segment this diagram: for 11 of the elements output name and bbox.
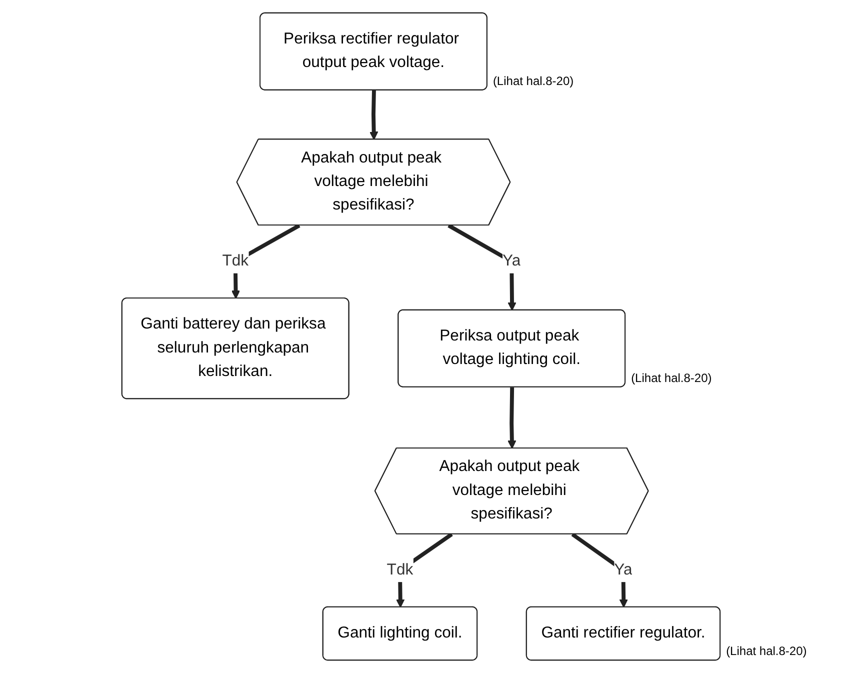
edge-label: Ya bbox=[502, 252, 521, 270]
arrow bbox=[370, 90, 378, 140]
edge-label: Tdk bbox=[386, 561, 414, 578]
edge-label: Tdk bbox=[222, 252, 249, 270]
reference-note: (Lihat hal.8-20) bbox=[492, 74, 574, 88]
arrow bbox=[448, 224, 516, 311]
edge-label: Ya bbox=[614, 561, 632, 578]
reference-note: (Lihat hal.8-20) bbox=[631, 370, 712, 385]
reference-note: (Lihat hal.8-20) bbox=[726, 644, 807, 658]
arrow bbox=[508, 387, 516, 449]
arrow bbox=[571, 532, 628, 608]
